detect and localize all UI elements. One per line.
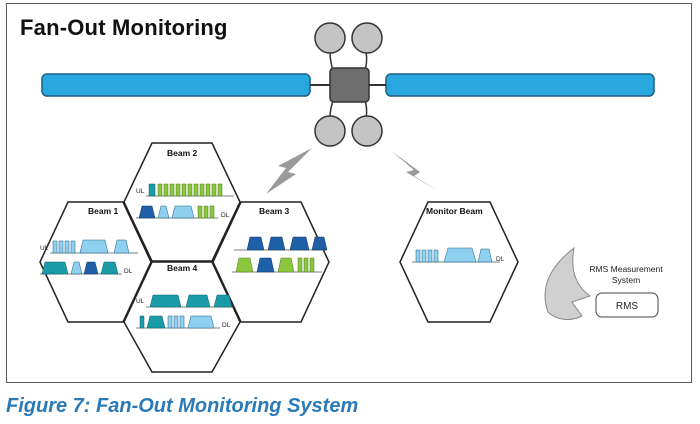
- fan-out-diagram: Beam 1 Beam 2 Beam 3 Beam 4 Monitor Beam…: [39, 22, 663, 373]
- monitor-lightning-icon: [390, 150, 440, 192]
- rms-system-label-line2: System: [612, 275, 640, 285]
- rms-system-label-line1: RMS Measurement: [589, 264, 663, 274]
- ground-antenna-icon: [544, 246, 592, 320]
- beam-4-dl-label: DL: [222, 322, 231, 329]
- satellite-body: [329, 67, 370, 103]
- beam-2-ul-label: UL: [136, 188, 145, 195]
- beam-4-ul-label: UL: [136, 298, 145, 305]
- beam-2-label: Beam 2: [167, 148, 198, 158]
- beam-3-label: Beam 3: [259, 206, 290, 216]
- downlink-lightning-icon: [266, 148, 312, 194]
- beam-1-ul-label: UL: [40, 245, 49, 252]
- left-solar-panel: [41, 73, 311, 97]
- beam-2-cell: [123, 142, 241, 262]
- monitor-beam-label: Monitor Beam: [426, 206, 483, 216]
- beam-1-cell: [39, 201, 152, 323]
- satellite: [41, 22, 655, 147]
- beam-2-dl-label: DL: [221, 212, 230, 219]
- monitor-beam-spectrum: DL: [412, 247, 505, 263]
- beam-3-spectrum: [232, 236, 328, 273]
- antenna-dish-top-left: [314, 22, 346, 54]
- beam-1-dl-label: DL: [124, 268, 133, 275]
- beam-4-label: Beam 4: [167, 263, 198, 273]
- page-title: Fan-Out Monitoring: [20, 15, 228, 40]
- monitor-beam-dl-label: DL: [496, 256, 505, 263]
- beam-2-spectrum: UL DL: [136, 183, 234, 219]
- antenna-dish-top-right: [351, 22, 383, 54]
- rms-box-label: RMS: [616, 301, 639, 312]
- beam-1-spectrum: UL DL: [40, 239, 138, 275]
- beam-4-spectrum: UL DL: [136, 294, 234, 329]
- beam-1-label: Beam 1: [88, 206, 119, 216]
- right-solar-panel: [385, 73, 655, 97]
- antenna-dish-bottom-left: [314, 115, 346, 147]
- rms-box: [595, 292, 659, 318]
- figure-caption: Figure 7: Fan-Out Monitoring System: [6, 395, 359, 417]
- antenna-dish-bottom-right: [351, 115, 383, 147]
